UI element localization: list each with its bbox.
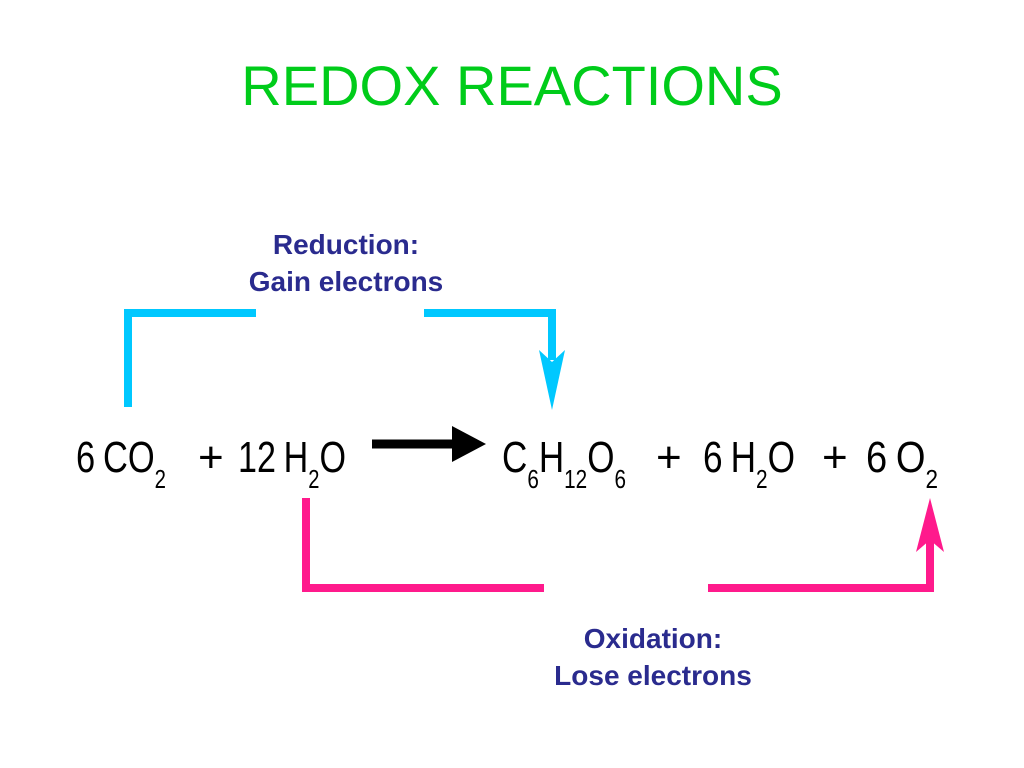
plus-sign: +	[656, 433, 682, 482]
product-glucose: C6H12O6	[502, 433, 626, 494]
plus-sign: +	[822, 433, 848, 482]
oxidation-bracket-right	[708, 540, 934, 592]
reactant-h2o: 12H2O	[238, 433, 346, 494]
oxidation-bracket	[302, 498, 934, 592]
reduction-label: Reduction: Gain electrons	[196, 226, 496, 300]
reduction-bracket-right	[424, 309, 556, 360]
product-h2o: 6H2O	[703, 433, 795, 494]
oxidation-arrowhead-icon	[916, 498, 944, 552]
page-title: REDOX REACTIONS	[241, 54, 783, 117]
reactant-co2: 6CO2	[76, 433, 166, 494]
oxidation-description: Lose electrons	[554, 660, 752, 691]
reduction-bracket	[124, 309, 556, 407]
reduction-arrowhead-icon	[539, 350, 565, 410]
reduction-description: Gain electrons	[248, 266, 444, 297]
oxidation-heading: Oxidation:	[583, 623, 723, 654]
oxidation-label: Oxidation: Lose electrons	[503, 620, 803, 694]
reaction-arrow-icon	[372, 426, 486, 462]
oxidation-bracket-left	[302, 498, 544, 592]
reduction-heading: Reduction:	[272, 229, 420, 260]
reduction-bracket-left	[124, 309, 256, 407]
plus-sign: +	[198, 433, 224, 482]
